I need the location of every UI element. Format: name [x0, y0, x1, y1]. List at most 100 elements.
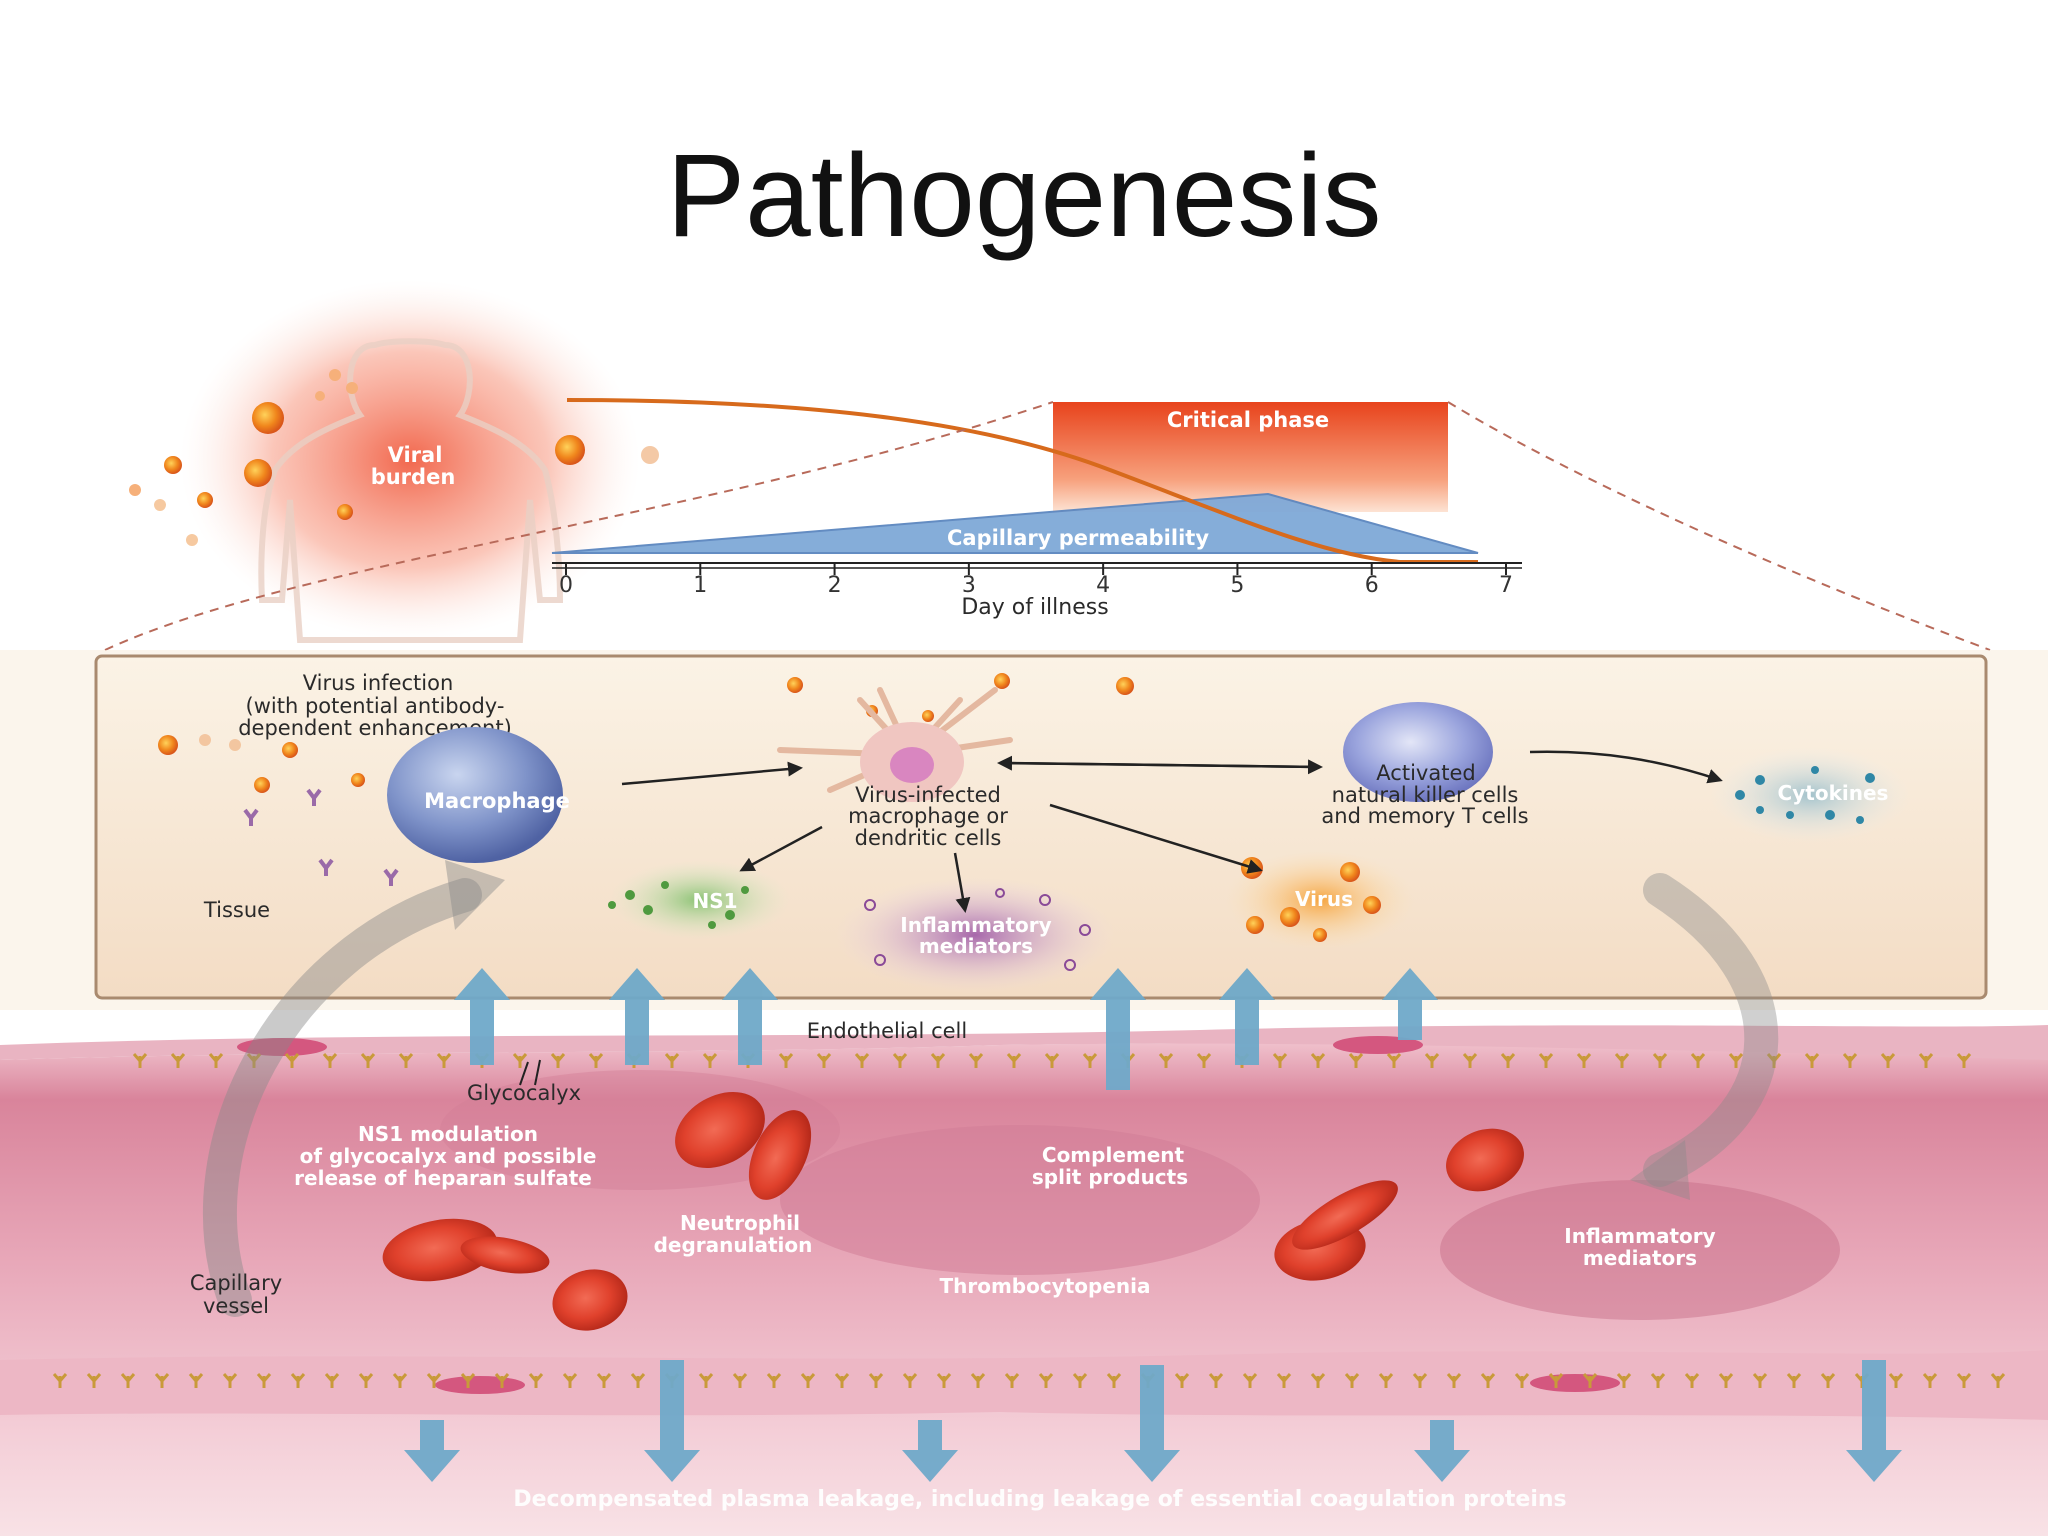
axis-tick-label: 6	[1365, 573, 1379, 598]
svg-text:Virus infection: Virus infection	[303, 671, 454, 695]
svg-text:Inflammatory: Inflammatory	[1564, 1224, 1715, 1248]
svg-text:and memory T cells: and memory T cells	[1321, 804, 1528, 828]
glycocalyx-sprig	[1276, 1373, 1292, 1388]
viral-particles	[129, 369, 659, 546]
glycocalyx-sprig	[698, 1373, 714, 1388]
endothelial-nucleus	[237, 1038, 327, 1056]
glycocalyx-sprig	[1082, 1053, 1098, 1068]
axis-tick-label: 4	[1096, 573, 1110, 598]
glycocalyx-sprig	[1820, 1373, 1836, 1388]
svg-text:Viral: Viral	[388, 443, 443, 467]
vessel-inflammatory-label: Inflammatory mediators	[1564, 1224, 1715, 1270]
glycocalyx-sprig	[360, 1053, 376, 1068]
glycocalyx-sprig	[1500, 1053, 1516, 1068]
axis-tick-label: 3	[962, 573, 976, 598]
glycocalyx-sprig	[1752, 1373, 1768, 1388]
zoom-line-right	[1447, 401, 1991, 651]
glycocalyx-sprig	[358, 1373, 374, 1388]
axis-tick-label: 2	[828, 573, 842, 598]
curved-arrow-right-head	[1630, 1140, 1690, 1200]
glycocalyx-sprig	[1242, 1373, 1258, 1388]
glycocalyx-sprig	[1378, 1373, 1394, 1388]
glycocalyx-sprig	[1196, 1053, 1212, 1068]
cytokine-dots	[1735, 766, 1875, 824]
svg-text:burden: burden	[371, 465, 456, 489]
glycocalyx-sprig	[1424, 1053, 1440, 1068]
glycocalyx-sprig	[732, 1373, 748, 1388]
glycocalyx-sprig	[1888, 1373, 1904, 1388]
inflammatory-dots	[864, 888, 1091, 971]
glycocalyx-sprig	[392, 1373, 408, 1388]
ns1-glow	[610, 860, 790, 940]
endothelial-nucleus	[1333, 1036, 1423, 1054]
glycocalyx-sprig	[800, 1373, 816, 1388]
svg-text:vessel: vessel	[203, 1294, 269, 1318]
cytokines-label: Cytokines	[1778, 781, 1889, 805]
glycocalyx-sprig	[1272, 1053, 1288, 1068]
svg-text:mediators: mediators	[1583, 1246, 1697, 1270]
glycocalyx-sprig	[970, 1373, 986, 1388]
glycocalyx-sprig	[1412, 1373, 1428, 1388]
glycocalyx-sprig	[1072, 1373, 1088, 1388]
tissue-label: Tissue	[203, 898, 270, 922]
glycocalyx-sprig	[1614, 1053, 1630, 1068]
glycocalyx-sprig	[1918, 1053, 1934, 1068]
ns1-label: NS1	[692, 889, 737, 913]
glycocalyx-sprig	[562, 1373, 578, 1388]
svg-text:Complement: Complement	[1042, 1143, 1185, 1167]
curved-arrow-right	[1643, 873, 1779, 1187]
infected-cells-label: Virus-infected macrophage or dendritic c…	[848, 783, 1008, 850]
tissue-panel	[94, 654, 1988, 1000]
svg-text:NS1 modulation: NS1 modulation	[358, 1122, 538, 1146]
glycocalyx-sprig	[902, 1373, 918, 1388]
glycocalyx-sprig	[1616, 1373, 1632, 1388]
glycocalyx-sprig	[588, 1053, 604, 1068]
curved-arrow-left	[203, 878, 482, 1317]
svg-text:split products: split products	[1032, 1165, 1188, 1189]
glycocalyx-sprig	[512, 1053, 528, 1068]
glycocalyx-sprig	[834, 1373, 850, 1388]
glycocalyx-sprig	[892, 1053, 908, 1068]
capillary-permeability-triangle	[551, 492, 1479, 554]
critical-phase-box	[1053, 402, 1448, 512]
glycocalyx-sprig	[1344, 1373, 1360, 1388]
glycocalyx-sprig	[1386, 1053, 1402, 1068]
glycocalyx-sprig	[1582, 1373, 1598, 1388]
glycocalyx-sprig	[778, 1053, 794, 1068]
curved-arrow-left-head	[445, 860, 505, 930]
axis-label: Day of illness	[961, 595, 1108, 620]
nk-cells-label: Activated natural killer cells and memor…	[1321, 761, 1528, 828]
glycocalyx-sprig	[222, 1373, 238, 1388]
virus-cluster-glow	[1225, 850, 1415, 950]
glycocalyx-sprig	[936, 1373, 952, 1388]
capillary-label: Capillary vessel	[190, 1271, 282, 1318]
glycocalyx-sprig	[120, 1373, 136, 1388]
glycocalyx-sprig	[1880, 1053, 1896, 1068]
glycocalyx-sprig	[630, 1373, 646, 1388]
glycocalyx-sprig	[436, 1053, 452, 1068]
svg-text:Virus-infected: Virus-infected	[855, 783, 1001, 807]
glycocalyx-sprig	[968, 1053, 984, 1068]
glycocalyx-sprig	[1684, 1373, 1700, 1388]
endothelial-label: Endothelial cell	[807, 1019, 967, 1043]
macrophage-label: Macrophage	[424, 789, 570, 813]
glycocalyx-sprig	[398, 1053, 414, 1068]
glycocalyx-label: Glycocalyx	[467, 1081, 581, 1105]
glycocalyx-sprig	[322, 1053, 338, 1068]
glycocalyx-sprig	[1310, 1373, 1326, 1388]
svg-text:Capillary: Capillary	[190, 1271, 282, 1295]
glycocalyx-sprig	[1348, 1053, 1364, 1068]
downward-arrows	[404, 1360, 1902, 1482]
glycocalyx-sprig	[460, 1373, 476, 1388]
svg-text:Neutrophil: Neutrophil	[680, 1211, 800, 1235]
vessel-blur	[1440, 1180, 1840, 1320]
glycocalyx-sprig	[324, 1373, 340, 1388]
glycocalyx-sprig	[1006, 1053, 1022, 1068]
glycocalyx-sprig	[1462, 1053, 1478, 1068]
viral-burden-curve	[566, 398, 1478, 564]
glycocalyx-sprig	[596, 1373, 612, 1388]
human-silhouette	[180, 280, 640, 643]
glycocalyx-sprig	[702, 1053, 718, 1068]
